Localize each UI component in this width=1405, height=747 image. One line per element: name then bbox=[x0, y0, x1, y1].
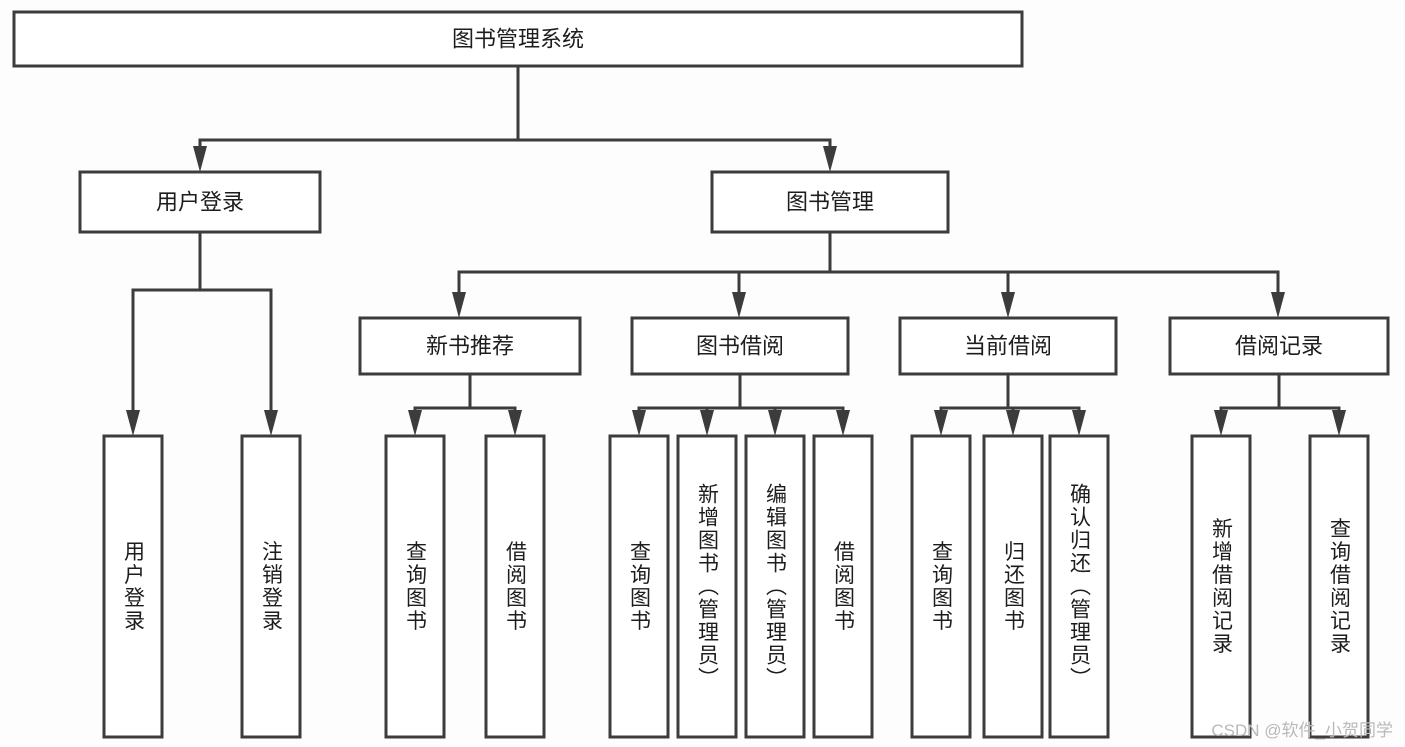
node-label-leaf-add-record: 新增借阅记录 bbox=[1210, 518, 1234, 656]
node-label-root: 图书管理系统 bbox=[452, 27, 584, 52]
node-book-manage[interactable]: 图书管理 bbox=[710, 170, 950, 234]
book-borrow-drop-1-head bbox=[700, 410, 714, 436]
node-box-leaf-return-book bbox=[982, 434, 1044, 739]
node-user-login[interactable]: 用户登录 bbox=[78, 170, 322, 234]
node-label-leaf-borrow-book-2: 借阅图书 bbox=[832, 541, 856, 633]
node-leaf-query-book-2[interactable]: 查询图书 bbox=[608, 434, 670, 739]
node-box-leaf-query-record bbox=[1308, 434, 1370, 739]
node-box-current-borrow bbox=[898, 316, 1118, 376]
user-login-drop-1-head bbox=[264, 410, 278, 436]
node-leaf-confirm-return[interactable]: 确认归还（管理员） bbox=[1048, 434, 1110, 739]
current-borrow-drop-2-head bbox=[1072, 410, 1086, 436]
node-leaf-logout[interactable]: 注销登录 bbox=[240, 434, 302, 739]
user-login-drop-0-head bbox=[126, 410, 140, 436]
node-borrow-record[interactable]: 借阅记录 bbox=[1168, 316, 1390, 376]
node-leaf-query-record[interactable]: 查询借阅记录 bbox=[1308, 434, 1370, 739]
node-leaf-user-login[interactable]: 用户登录 bbox=[102, 434, 164, 739]
node-box-leaf-borrow-book-2 bbox=[812, 434, 874, 739]
node-leaf-add-book[interactable]: 新增图书（管理员） bbox=[676, 434, 738, 739]
node-label-leaf-return-book: 归还图书 bbox=[1002, 541, 1026, 633]
book-borrow-drop-3-head bbox=[836, 410, 850, 436]
node-book-borrow[interactable]: 图书借阅 bbox=[630, 316, 850, 376]
node-label-leaf-query-book-1: 查询图书 bbox=[404, 541, 428, 633]
node-leaf-query-book-3[interactable]: 查询图书 bbox=[910, 434, 972, 739]
root-drop-1-head bbox=[823, 146, 837, 172]
node-box-new-book-rec bbox=[358, 316, 582, 376]
node-box-book-manage bbox=[710, 170, 950, 234]
node-label-leaf-logout: 注销登录 bbox=[260, 541, 284, 633]
node-leaf-return-book[interactable]: 归还图书 bbox=[982, 434, 1044, 739]
node-label-book-borrow: 图书借阅 bbox=[696, 334, 784, 359]
node-box-leaf-query-book-1 bbox=[384, 434, 446, 739]
node-box-root bbox=[12, 10, 1024, 68]
node-box-leaf-edit-book bbox=[744, 434, 806, 739]
new-book-rec-drop-0-head bbox=[408, 410, 422, 436]
node-label-leaf-confirm-return: 确认归还（管理员） bbox=[1068, 483, 1092, 690]
node-leaf-edit-book[interactable]: 编辑图书（管理员） bbox=[744, 434, 806, 739]
node-label-leaf-query-record: 查询借阅记录 bbox=[1328, 518, 1352, 656]
node-current-borrow[interactable]: 当前借阅 bbox=[898, 316, 1118, 376]
current-borrow-drop-0-head bbox=[934, 410, 948, 436]
node-box-user-login bbox=[78, 170, 322, 234]
node-label-current-borrow: 当前借阅 bbox=[964, 334, 1052, 359]
node-label-leaf-edit-book: 编辑图书（管理员） bbox=[764, 483, 788, 690]
book-manage-drop-3-head bbox=[1271, 292, 1285, 318]
node-label-new-book-rec: 新书推荐 bbox=[426, 334, 514, 359]
node-leaf-query-book-1[interactable]: 查询图书 bbox=[384, 434, 446, 739]
node-label-book-manage: 图书管理 bbox=[786, 190, 874, 215]
node-box-leaf-query-book-3 bbox=[910, 434, 972, 739]
node-leaf-borrow-book-1[interactable]: 借阅图书 bbox=[484, 434, 546, 739]
node-box-leaf-add-record bbox=[1190, 434, 1252, 739]
node-label-leaf-query-book-2: 查询图书 bbox=[628, 541, 652, 633]
node-box-leaf-confirm-return bbox=[1048, 434, 1110, 739]
node-label-borrow-record: 借阅记录 bbox=[1235, 334, 1323, 359]
borrow-record-drop-1-head bbox=[1332, 410, 1346, 436]
node-box-leaf-logout bbox=[240, 434, 302, 739]
node-box-leaf-borrow-book-1 bbox=[484, 434, 546, 739]
node-box-borrow-record bbox=[1168, 316, 1390, 376]
node-layer: 图书管理系统用户登录图书管理新书推荐图书借阅当前借阅借阅记录用户登录注销登录查询… bbox=[12, 10, 1390, 739]
node-label-leaf-query-book-3: 查询图书 bbox=[930, 541, 954, 633]
book-manage-drop-2-head bbox=[1001, 292, 1015, 318]
node-box-leaf-query-book-2 bbox=[608, 434, 670, 739]
borrow-record-drop-0-head bbox=[1214, 410, 1228, 436]
node-box-leaf-add-book bbox=[676, 434, 738, 739]
node-root[interactable]: 图书管理系统 bbox=[12, 10, 1024, 68]
node-leaf-borrow-book-2[interactable]: 借阅图书 bbox=[812, 434, 874, 739]
node-label-user-login: 用户登录 bbox=[156, 190, 244, 215]
node-label-leaf-add-book: 新增图书（管理员） bbox=[696, 483, 720, 690]
book-manage-drop-0-head bbox=[452, 292, 466, 318]
node-box-book-borrow bbox=[630, 316, 850, 376]
connector-layer bbox=[126, 64, 1346, 436]
node-label-leaf-user-login: 用户登录 bbox=[122, 541, 146, 633]
node-box-leaf-user-login bbox=[102, 434, 164, 739]
node-leaf-add-record[interactable]: 新增借阅记录 bbox=[1190, 434, 1252, 739]
root-drop-0-head bbox=[193, 146, 207, 172]
current-borrow-drop-1-head bbox=[1006, 410, 1020, 436]
book-borrow-drop-0-head bbox=[632, 410, 646, 436]
node-new-book-rec[interactable]: 新书推荐 bbox=[358, 316, 582, 376]
new-book-rec-drop-1-head bbox=[508, 410, 522, 436]
book-manage-drop-1-head bbox=[732, 292, 746, 318]
book-borrow-drop-2-head bbox=[768, 410, 782, 436]
node-label-leaf-borrow-book-1: 借阅图书 bbox=[504, 541, 528, 633]
